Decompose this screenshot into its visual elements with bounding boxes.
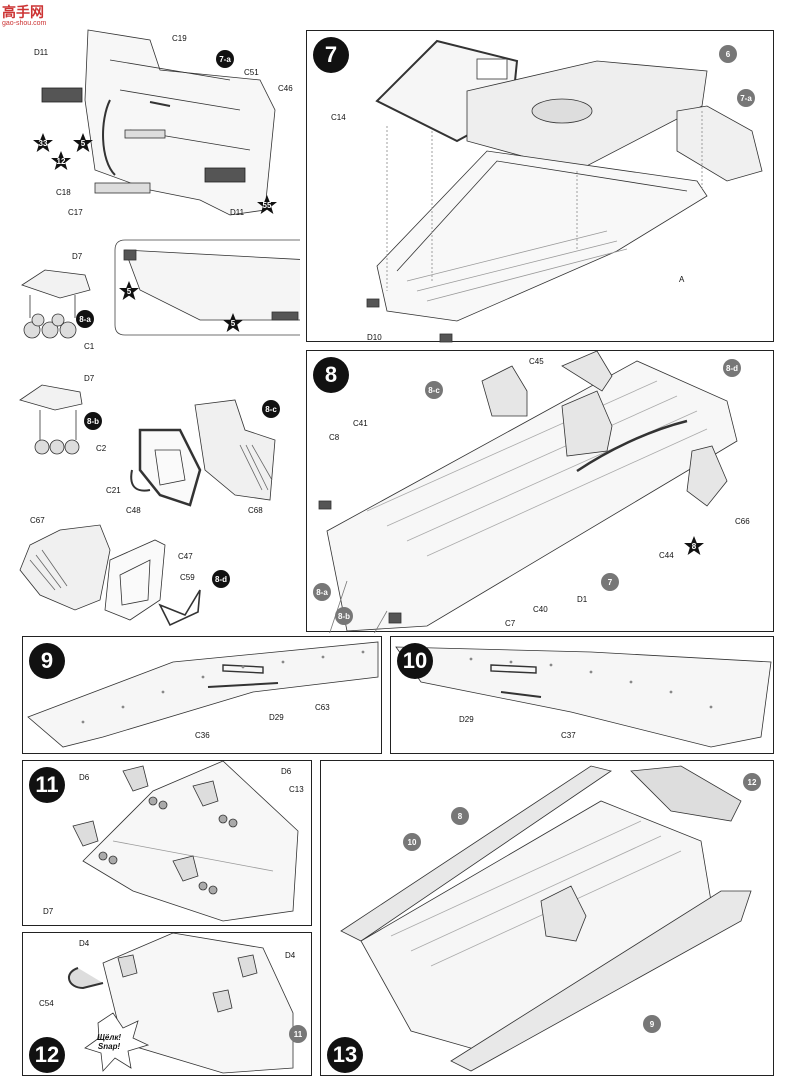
callout-9-icon: 9 [643, 1015, 661, 1033]
callout-8b-icon: 8-b [335, 607, 353, 625]
part-c67-label: C67 [30, 516, 45, 525]
part-d11-bottom-label: D11 [230, 208, 245, 217]
part-c14-label: C14 [331, 113, 346, 122]
part-c44-label: C44 [659, 551, 674, 560]
step-13-badge: 13 [327, 1037, 363, 1073]
part-d4-a-label: D4 [79, 939, 90, 948]
callout-12-icon: 12 [743, 773, 761, 791]
step-12-panel: 12 D4 D4 C54 Щёлк! Snap! 11 [22, 932, 312, 1076]
step-12-badge: 12 [29, 1037, 65, 1073]
part-c41-label: C41 [353, 419, 368, 428]
part-c40-label: C40 [533, 605, 548, 614]
paint-star-5b-icon: 5 [118, 280, 140, 302]
step-10-panel: 10 D29 C37 [390, 636, 774, 754]
callout-8a-icon: 8-a [313, 583, 331, 601]
part-d6-a-label: D6 [79, 773, 90, 782]
callout-7a-icon: 7-a [737, 89, 755, 107]
paint-star-5-icon: 5 [72, 132, 94, 154]
part-d7-a-label: D7 [72, 252, 83, 261]
part-c8-label: C8 [329, 433, 340, 442]
part-c51-label: C51 [244, 68, 259, 77]
paint-star-5c-icon: 5 [222, 312, 244, 334]
callout-8c-icon: 8-c [262, 400, 280, 418]
step-11-drawing [72, 761, 299, 922]
step-7-drawing [366, 39, 763, 343]
step-13-drawing [340, 765, 752, 1072]
step-7-badge: 7 [313, 37, 349, 73]
part-c47-label: C47 [178, 552, 193, 561]
part-c59-label: C59 [180, 573, 195, 582]
part-c68-label: C68 [248, 506, 263, 515]
step-10-drawing [395, 646, 772, 748]
step-10-badge: 10 [397, 643, 433, 679]
step-9-panel: 9 C63 C36 D29 [22, 636, 382, 754]
snap-note: Щёлк! Snap! [97, 1033, 121, 1051]
watermark-logo: 高手网 [2, 4, 44, 20]
paint-star-55-icon: 55 [256, 194, 278, 216]
snap-en-text: Snap! [97, 1042, 121, 1051]
part-c1-label: C1 [84, 342, 95, 351]
step-8-drawing [318, 351, 738, 633]
paint-star-8-icon: 8 [683, 535, 705, 557]
paint-star-33-icon: 33 [32, 132, 54, 154]
callout-8d-icon: 8-d [723, 359, 741, 377]
part-d7-label: D7 [43, 907, 54, 916]
part-d10-label: D10 [367, 333, 382, 342]
star-label: 12 [56, 156, 66, 166]
star-label: 5 [126, 286, 132, 296]
part-c7-label: C7 [505, 619, 516, 628]
part-c54-label: C54 [39, 999, 54, 1008]
part-c66-label: C66 [735, 517, 750, 526]
callout-7a-icon: 7-a [216, 50, 234, 68]
left-subassembly-drawings [19, 29, 300, 627]
callout-8b-icon: 8-b [84, 412, 102, 430]
callout-8-icon: 8 [451, 807, 469, 825]
part-c2-label: C2 [96, 444, 107, 453]
step-11-badge: 11 [29, 767, 65, 803]
part-d1-label: D1 [577, 595, 588, 604]
part-c13-label: C13 [289, 785, 304, 794]
star-label: 55 [262, 200, 272, 210]
callout-10-icon: 10 [403, 833, 421, 851]
callout-8d-icon: 8-d [212, 570, 230, 588]
part-c17-label: C17 [68, 208, 83, 217]
part-c45-label: C45 [529, 357, 544, 366]
step-8-panel: 8 C45 C8 C41 C66 C44 C40 C7 D1 8-c 8-d 7… [306, 350, 774, 633]
callout-7-icon: 7 [601, 573, 619, 591]
part-c63-label: C63 [315, 703, 330, 712]
part-c18-label: C18 [56, 188, 71, 197]
star-label: 33 [38, 138, 48, 148]
part-c46-label: C46 [278, 84, 293, 93]
part-c21-label: C21 [106, 486, 121, 495]
part-c19-label: C19 [172, 34, 187, 43]
part-c37-label: C37 [561, 731, 576, 740]
step-13-panel: 13 12 10 8 9 [320, 760, 774, 1076]
callout-8c-icon: 8-c [425, 381, 443, 399]
step-8-badge: 8 [313, 357, 349, 393]
part-d6-b-label: D6 [281, 767, 292, 776]
watermark-url: gao-shou.com [2, 20, 47, 27]
star-label: 8 [691, 541, 697, 551]
step-9-drawing [27, 641, 379, 748]
callout-6-icon: 6 [719, 45, 737, 63]
step-9-badge: 9 [29, 643, 65, 679]
callout-11-icon: 11 [289, 1025, 307, 1043]
snap-ru-text: Щёлк! [97, 1033, 122, 1042]
callout-8a-icon: 8-a [76, 310, 94, 328]
step-11-panel: 11 D6 D6 C13 D7 [22, 760, 312, 926]
step-12-drawing [68, 933, 294, 1074]
part-d29-label: D29 [459, 715, 474, 724]
part-a-label: A [679, 275, 685, 284]
part-c48-label: C48 [126, 506, 141, 515]
star-label: 5 [80, 138, 86, 148]
part-d29-label: D29 [269, 713, 284, 722]
part-c36-label: C36 [195, 731, 210, 740]
paint-star-12-icon: 12 [50, 150, 72, 172]
part-d4-b-label: D4 [285, 951, 296, 960]
part-d7-b-label: D7 [84, 374, 95, 383]
star-label: 5 [230, 318, 236, 328]
part-d11-top-label: D11 [34, 48, 49, 57]
step-7-panel: 7 C14 A D10 6 7-a [306, 30, 774, 343]
